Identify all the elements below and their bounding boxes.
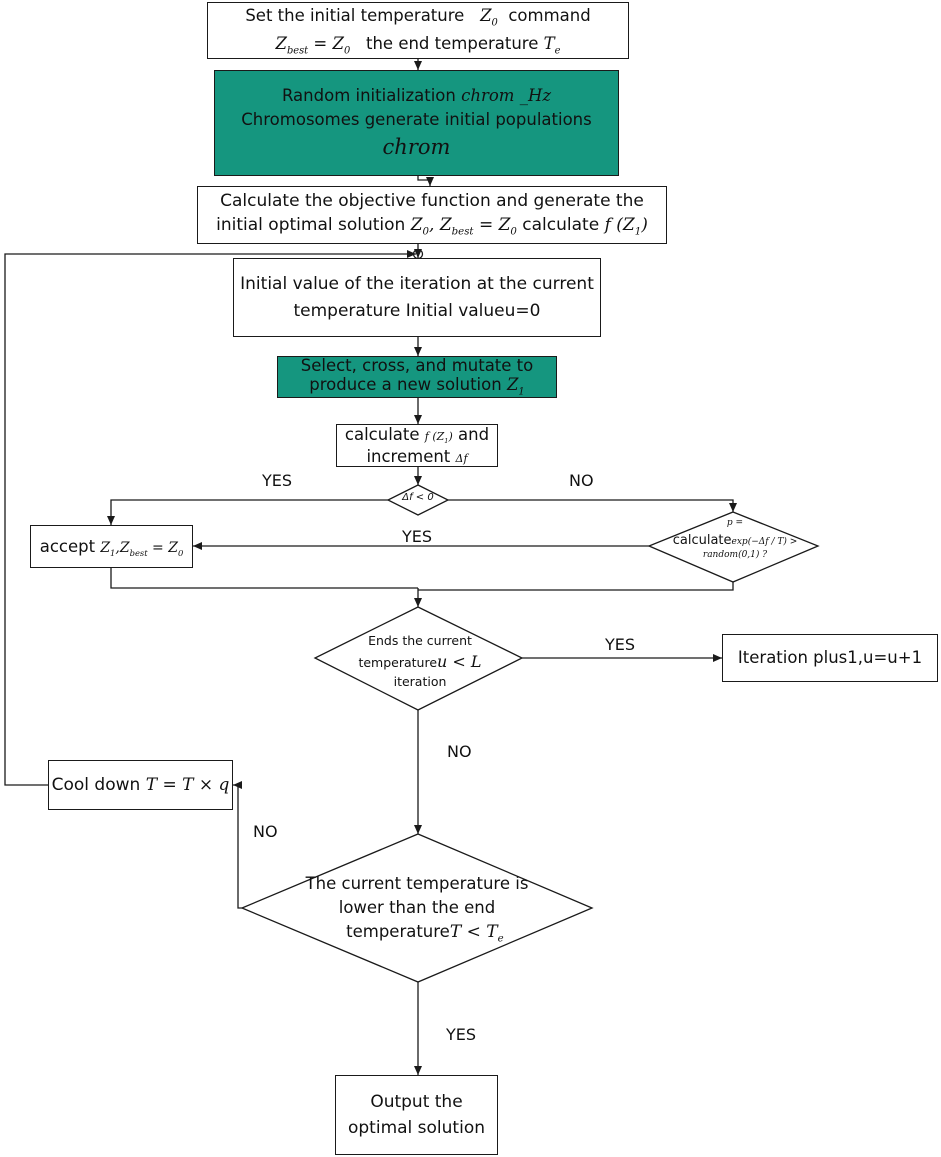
- calc-text: calculate: [344, 424, 420, 444]
- init-line1-text: Set the initial temperature: [245, 5, 465, 25]
- accept-zbest-symbol: Zbest = Z0: [119, 539, 184, 558]
- select-line1: Select, cross, and mutate to: [300, 355, 534, 375]
- objective-line2-text: initial optimal solution: [216, 215, 406, 236]
- calc-fz1-symbol: f (Z1): [424, 429, 453, 446]
- delta-check-label: Δf < 0: [402, 492, 434, 503]
- objective-line1: Calculate the objective function and gen…: [220, 191, 644, 212]
- chrom-hz-symbol: chrom _Hz: [461, 85, 552, 105]
- select-line2: produce a new solution: [309, 374, 502, 394]
- label-delta-yes: YES: [262, 471, 293, 490]
- label-prob-yes: YES: [402, 527, 433, 546]
- edge-accept-merge: [110, 568, 418, 589]
- chrom-symbol: chrom: [382, 134, 451, 159]
- delta-f-symbol: Δf: [455, 451, 468, 465]
- label-ends-no: NO: [447, 742, 472, 761]
- init-node: Set the initial temperature Z0 command Z…: [207, 2, 629, 59]
- calc-node: calculate f (Z1) and increment Δf: [336, 424, 498, 467]
- random-init-node: Random initialization chrom _Hz Chromoso…: [214, 70, 619, 176]
- output-line2: optimal solution: [347, 1118, 485, 1138]
- init-zbest-symbol: Zbest = Z0: [275, 33, 351, 56]
- init-temp-symbol: Z0: [480, 5, 498, 29]
- increment-text: increment: [366, 446, 451, 466]
- objective-fz1-symbol: f (Z1): [604, 215, 648, 238]
- label-delta-no: NO: [569, 471, 594, 490]
- accept-z1-symbol: Z1,: [100, 539, 120, 558]
- cool-node: Cool down T = T × q: [48, 760, 233, 810]
- iter-init-line1: Initial value of the iteration at the cu…: [240, 274, 594, 295]
- objective-zbest-symbol: Zbest = Z0: [439, 215, 517, 238]
- edge-cool-loop: [4, 250, 416, 786]
- prob-check-label: p = calculateexp(−Δf / T) > random(0,1) …: [672, 518, 798, 560]
- edge-random-to-objective: [417, 176, 434, 186]
- init-command-text: command: [508, 5, 591, 25]
- cool-formula: T = T × q: [145, 774, 230, 795]
- iter-plus-node: Iteration plus1,u=u+1: [722, 634, 938, 682]
- cool-text: Cool down: [51, 774, 141, 795]
- accept-text: accept: [39, 536, 96, 556]
- edge-prob-merge: [418, 582, 734, 591]
- init-end-temp-symbol: Te: [543, 33, 561, 56]
- output-node: Output the optimal solution: [335, 1075, 498, 1155]
- select-z1-symbol: Z1: [506, 374, 525, 397]
- calc-and-text: and: [458, 424, 490, 444]
- iter-init-node: Initial value of the iteration at the cu…: [233, 258, 601, 337]
- label-lower-yes: YES: [446, 1025, 477, 1044]
- lower-check-label: The current temperature is lower than th…: [305, 874, 529, 945]
- init-end-temp-text: the end temperature: [366, 33, 539, 53]
- objective-z0-symbol: Z0,: [410, 215, 435, 238]
- iter-init-line2: temperature Initial valueu=0: [293, 300, 541, 321]
- label-ends-yes: YES: [605, 635, 636, 654]
- delta-check-diamond: [386, 484, 450, 516]
- ends-check-label: Ends the current temperatureu < L iterat…: [358, 633, 482, 690]
- random-init-text: Random initialization: [281, 85, 456, 105]
- objective-node: Calculate the objective function and gen…: [197, 186, 667, 244]
- objective-calc-text: calculate: [522, 215, 600, 236]
- accept-node: accept Z1,Zbest = Z0: [30, 525, 193, 568]
- iter-plus-text: Iteration plus1,u=u+1: [737, 648, 923, 668]
- edge-delta-no: [448, 499, 737, 512]
- edge-lower-no: [233, 781, 242, 909]
- output-line1: Output the: [370, 1091, 463, 1112]
- label-lower-no: NO: [253, 822, 278, 841]
- select-node: Select, cross, and mutate to produce a n…: [277, 356, 557, 398]
- edge-delta-yes: [107, 499, 388, 525]
- chromosomes-text: Chromosomes generate initial populations: [241, 109, 592, 129]
